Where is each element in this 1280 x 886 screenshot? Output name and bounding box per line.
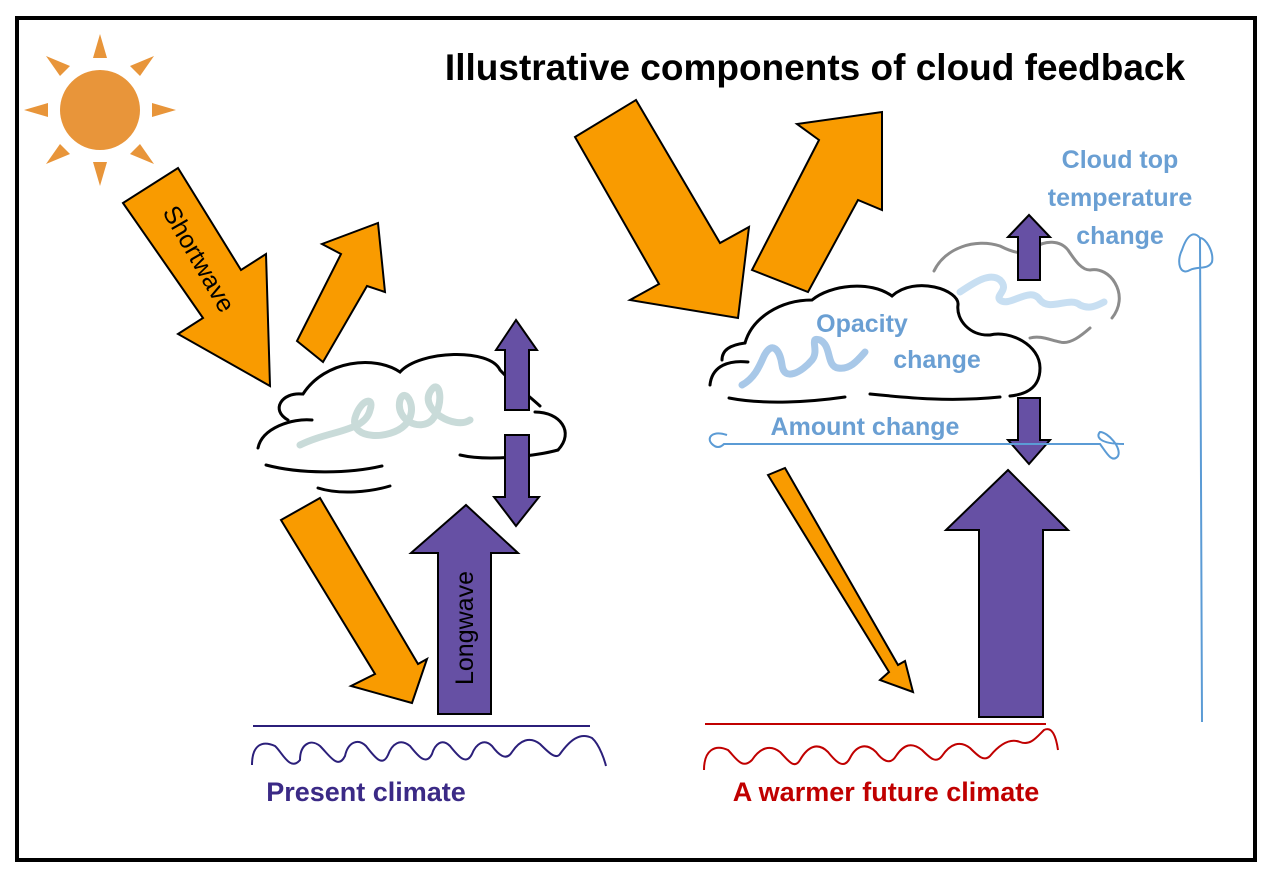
shortwave-reflected-arrow xyxy=(295,221,387,364)
future-cloud-longwave-down-arrow xyxy=(1005,397,1053,466)
amount-change-marker xyxy=(708,430,1125,460)
longwave-surface-arrow xyxy=(408,503,521,715)
future-longwave-surface-arrow xyxy=(943,468,1071,718)
future-climate-label: A warmer future climate xyxy=(733,777,1040,807)
future-high-cloud xyxy=(932,240,1121,345)
future-shortwave-reflected-arrow xyxy=(750,110,883,294)
present-surface xyxy=(251,725,607,767)
cloud-longwave-down-arrow xyxy=(491,434,542,528)
cloud-top-up-arrow xyxy=(1005,213,1053,281)
shortwave-surface-arrow xyxy=(279,496,429,705)
future-shortwave-surface-arrow xyxy=(766,466,915,694)
future-surface xyxy=(703,723,1059,771)
sun-icon xyxy=(24,34,176,186)
cloud-top-temperature-marker xyxy=(1178,233,1214,723)
opacity-label-line1: Opacity xyxy=(816,310,908,338)
shortwave-incoming-arrow xyxy=(121,166,272,388)
opacity-label-line2: change xyxy=(893,346,981,374)
cloud-top-label-line1: Cloud top xyxy=(1062,146,1179,174)
cloud-top-label-line2: temperature xyxy=(1048,184,1193,212)
amount-change-label: Amount change xyxy=(771,413,960,441)
cloud-top-label-line3: change xyxy=(1076,222,1164,250)
diagram-title: Illustrative components of cloud feedbac… xyxy=(445,47,1186,88)
future-shortwave-incoming-arrow xyxy=(573,98,751,320)
longwave-label: Longwave xyxy=(451,571,479,685)
present-climate-label: Present climate xyxy=(266,777,466,807)
future-low-cloud xyxy=(708,284,1042,404)
cloud-longwave-up-arrow xyxy=(494,318,539,411)
